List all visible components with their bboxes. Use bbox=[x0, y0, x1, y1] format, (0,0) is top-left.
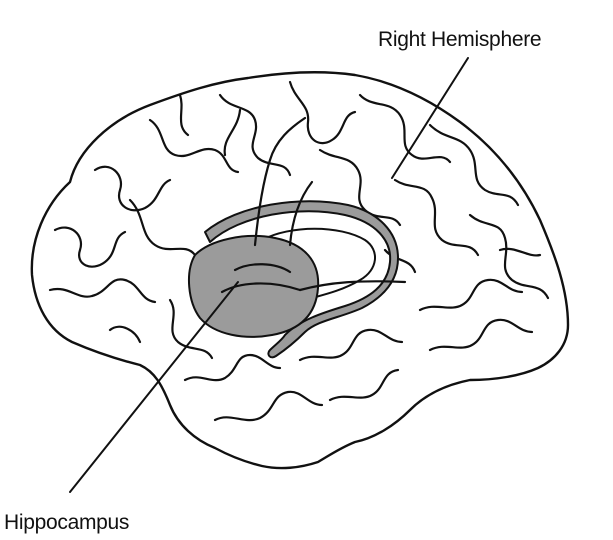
right-hemisphere-label: Right Hemisphere bbox=[378, 28, 541, 51]
hippocampus-shape bbox=[189, 236, 318, 337]
hippocampus-label: Hippocampus bbox=[4, 511, 129, 534]
